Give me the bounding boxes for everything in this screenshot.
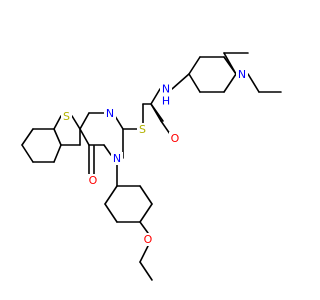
bond-line	[150, 103, 164, 122]
bond-line	[223, 73, 237, 93]
bond-line	[21, 128, 34, 146]
atom-n-diethylamino: N	[236, 68, 248, 81]
atom-o-amide: O	[169, 132, 181, 145]
atom-h-amide: H	[160, 95, 172, 108]
atom-s-thioether: S	[137, 123, 148, 136]
bond-line	[104, 203, 118, 223]
bond-line	[160, 120, 171, 135]
molecule-structure-diagram: N H O S N S N O	[21, 52, 282, 281]
atom-labels: N H O S N S N O	[61, 68, 248, 246]
atom-n-amide: N	[160, 83, 172, 96]
bond-line	[71, 115, 81, 130]
bond-line	[223, 56, 237, 75]
bond-line	[188, 56, 201, 75]
bond-line	[139, 185, 153, 205]
bond-line	[139, 261, 153, 281]
atom-s-thiophene: S	[61, 110, 72, 123]
bond-line	[79, 128, 90, 146]
bond-line	[114, 115, 124, 130]
atom-o-ether-label: O	[144, 233, 153, 246]
atom-o-amide-label: O	[171, 132, 180, 145]
atom-h-amide-label: H	[162, 95, 170, 108]
atom-n-pyrimidine-top-label: N	[106, 107, 114, 120]
atom-n-pyrimidine-bottom: N	[111, 152, 123, 165]
atom-s-thiophene-label: S	[63, 110, 70, 123]
bond-line	[247, 73, 260, 93]
bond-line	[103, 144, 112, 156]
atom-n-amide-label: N	[162, 83, 170, 96]
bond-line	[21, 144, 34, 163]
bond-line	[139, 203, 153, 223]
bond-line	[104, 185, 118, 205]
bond-line	[53, 115, 62, 130]
bond-line	[139, 221, 149, 234]
atom-s-thioether-label: S	[139, 123, 146, 136]
atom-n-diethylamino-label: N	[238, 68, 246, 81]
bond-line	[139, 245, 149, 263]
bond-line	[79, 112, 90, 130]
bond-lines	[21, 52, 282, 281]
bond-line	[171, 73, 190, 90]
bond-line	[53, 128, 62, 146]
bond-line	[53, 144, 62, 163]
atom-o-ether: O	[142, 233, 154, 246]
bond-line	[188, 73, 201, 93]
atom-n-pyrimidine-top: N	[104, 107, 116, 120]
bond-line	[150, 88, 161, 105]
atom-o-keto-label: O	[89, 174, 98, 187]
atom-n-pyrimidine-bottom-label: N	[113, 152, 121, 165]
atom-o-keto: O	[87, 174, 99, 187]
